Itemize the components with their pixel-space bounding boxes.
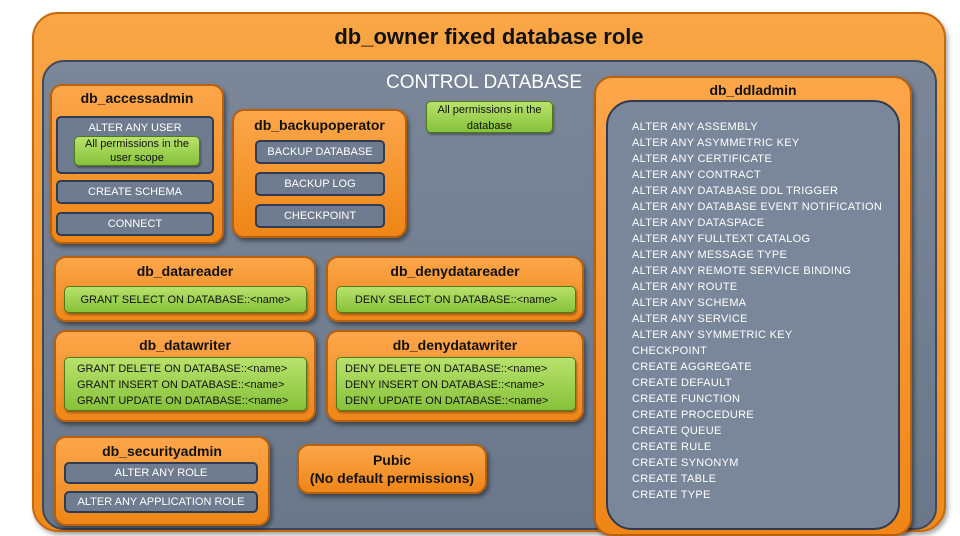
ddl-item: CHECKPOINT (632, 345, 708, 357)
db-securityadmin-title: db_securityadmin (102, 443, 222, 459)
backup-log-box: BACKUP LOG (255, 172, 385, 196)
db-ddladmin-title: db_ddladmin (709, 82, 797, 98)
alter-any-role-box: ALTER ANY ROLE (64, 462, 258, 484)
datareader-permission-box: GRANT SELECT ON DATABASE::<name> (64, 286, 307, 313)
ddl-item: CREATE DEFAULT (632, 377, 732, 389)
datawriter-insert-line: GRANT INSERT ON DATABASE::<name> (77, 379, 285, 391)
public-role-box: Pubic (No default permissions) (297, 444, 487, 494)
db-datawriter-title: db_datawriter (139, 337, 231, 353)
connect-box: CONNECT (56, 212, 214, 236)
denydatareader-permission-label: DENY SELECT ON DATABASE::<name> (354, 293, 558, 306)
create-schema-label: CREATE SCHEMA (88, 186, 182, 198)
user-scope-box: All permissions in the user scope (74, 136, 200, 166)
control-database-title: CONTROL DATABASE (385, 72, 582, 93)
datareader-permission-label: GRANT SELECT ON DATABASE::<name> (80, 293, 291, 306)
diagram-title: db_owner fixed database role (334, 24, 644, 49)
denydatareader-permission-box: DENY SELECT ON DATABASE::<name> (336, 286, 576, 313)
db-backupoperator-title: db_backupoperator (254, 117, 385, 133)
ddl-item: CREATE PROCEDURE (632, 409, 754, 421)
all-permissions-database-box: All permissions in the database (426, 101, 553, 133)
alter-any-role-label: ALTER ANY ROLE (114, 467, 208, 479)
public-role-subtitle: (No default permissions) (309, 470, 475, 486)
public-role-title: Pubic (372, 452, 412, 468)
ddl-item: ALTER ANY MESSAGE TYPE (632, 249, 788, 261)
ddladmin-permissions-list: ALTER ANY ASSEMBLY ALTER ANY ASYMMETRIC … (632, 119, 894, 503)
ddl-item: ALTER ANY SYMMETRIC KEY (632, 329, 793, 341)
ddl-item: ALTER ANY FULLTEXT CATALOG (632, 233, 811, 245)
denydatawriter-permissions-box: DENY DELETE ON DATABASE::<name> DENY INS… (336, 357, 576, 411)
ddl-item: CREATE QUEUE (632, 425, 722, 437)
db-denydatawriter-title: db_denydatawriter (392, 337, 518, 353)
ddl-item: CREATE RULE (632, 441, 712, 453)
ddl-item: ALTER ANY SERVICE (632, 313, 748, 325)
ddl-item: ALTER ANY DATASPACE (632, 217, 765, 229)
checkpoint-box: CHECKPOINT (255, 204, 385, 228)
alter-any-user-label: ALTER ANY USER (88, 122, 182, 134)
ddl-item: ALTER ANY ASYMMETRIC KEY (632, 137, 800, 149)
alter-any-application-role-box: ALTER ANY APPLICATION ROLE (64, 491, 258, 513)
ddl-item: ALTER ANY CONTRACT (632, 169, 762, 181)
denydatawriter-update-line: DENY UPDATE ON DATABASE::<name> (345, 395, 549, 407)
db-accessadmin-title: db_accessadmin (80, 90, 194, 106)
alter-any-application-role-label: ALTER ANY APPLICATION ROLE (77, 496, 245, 508)
denydatawriter-delete-line: DENY DELETE ON DATABASE::<name> (345, 363, 548, 375)
ddl-item: CREATE SYNONYM (632, 457, 739, 469)
user-scope-label: All permissions in the user scope (85, 138, 189, 164)
datawriter-permissions-box: GRANT DELETE ON DATABASE::<name> GRANT I… (64, 357, 307, 411)
ddl-item: CREATE AGGREGATE (632, 361, 752, 373)
denydatawriter-insert-line: DENY INSERT ON DATABASE::<name> (345, 379, 545, 391)
ddl-item: ALTER ANY SCHEMA (632, 297, 747, 309)
datawriter-delete-line: GRANT DELETE ON DATABASE::<name> (77, 363, 288, 375)
backup-database-label: BACKUP DATABASE (267, 146, 373, 158)
ddl-item: CREATE FUNCTION (632, 393, 741, 405)
ddl-item: ALTER ANY DATABASE EVENT NOTIFICATION (632, 201, 883, 213)
ddl-item: ALTER ANY DATABASE DDL TRIGGER (632, 185, 839, 197)
ddl-item: ALTER ANY REMOTE SERVICE BINDING (632, 265, 852, 277)
connect-label: CONNECT (107, 218, 163, 230)
checkpoint-label: CHECKPOINT (283, 210, 357, 222)
ddl-item: CREATE TABLE (632, 473, 717, 485)
db-denydatareader-title: db_denydatareader (390, 263, 520, 279)
ddl-item: CREATE TYPE (632, 489, 711, 501)
ddl-item: ALTER ANY ROUTE (632, 281, 738, 293)
db-datareader-title: db_datareader (136, 263, 234, 279)
backup-database-box: BACKUP DATABASE (255, 140, 385, 164)
backup-log-label: BACKUP LOG (284, 178, 356, 190)
ddl-item: ALTER ANY ASSEMBLY (632, 121, 758, 133)
create-schema-box: CREATE SCHEMA (56, 180, 214, 204)
datawriter-update-line: GRANT UPDATE ON DATABASE::<name> (77, 395, 289, 407)
all-permissions-database-label: All permissions in the database (437, 104, 542, 132)
ddl-item: ALTER ANY CERTIFICATE (632, 153, 772, 165)
